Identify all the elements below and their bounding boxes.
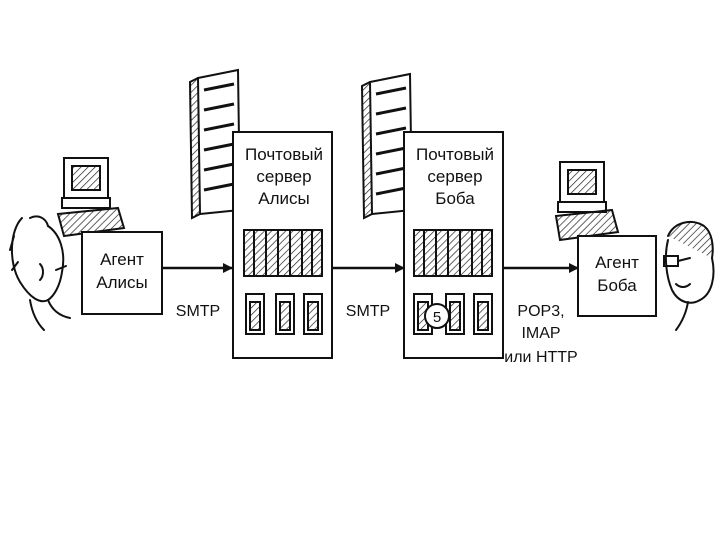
pop3-label: POP3, <box>517 303 564 320</box>
bob-computer-icon <box>554 161 620 242</box>
mailbox-number-badge <box>424 303 450 329</box>
alice-server-label-line3: Алисы <box>258 189 309 208</box>
alice-server-label-line2: сервер <box>256 167 311 186</box>
bob-server-label-line3: Боба <box>435 189 475 208</box>
alice-agent-label-line1: Агент <box>100 250 144 269</box>
http-label: или HTTP <box>504 349 577 366</box>
alice-agent-box <box>81 231 163 315</box>
alice-agent-label-line2: Алисы <box>96 273 147 292</box>
mailbox <box>473 293 493 335</box>
bob-agent-label-line1: Агент <box>595 253 639 272</box>
alice-server-label-line1: Почтовый <box>245 145 323 164</box>
bob-server-label-line2: сервер <box>427 167 482 186</box>
imap-label: IMAP <box>521 325 560 342</box>
bob-agent-label-line2: Боба <box>597 276 637 295</box>
alice-person-icon <box>9 215 71 331</box>
mailbox-number: 5 <box>433 309 441 326</box>
alice-server-tower-icon <box>188 68 242 220</box>
smtp-label-1: SMTP <box>176 303 220 320</box>
bob-agent-box <box>577 235 657 317</box>
mailbox <box>303 293 323 335</box>
bob-server-label-line1: Почтовый <box>416 145 494 164</box>
alice-outgoing-message-queue <box>243 229 323 277</box>
smtp-label-2: SMTP <box>346 303 390 320</box>
bob-person-icon <box>663 220 715 331</box>
alice-mailboxes <box>245 293 323 335</box>
mailbox <box>275 293 295 335</box>
alice-computer-icon <box>56 157 126 238</box>
bob-message-queue <box>413 229 493 277</box>
mailbox <box>245 293 265 335</box>
